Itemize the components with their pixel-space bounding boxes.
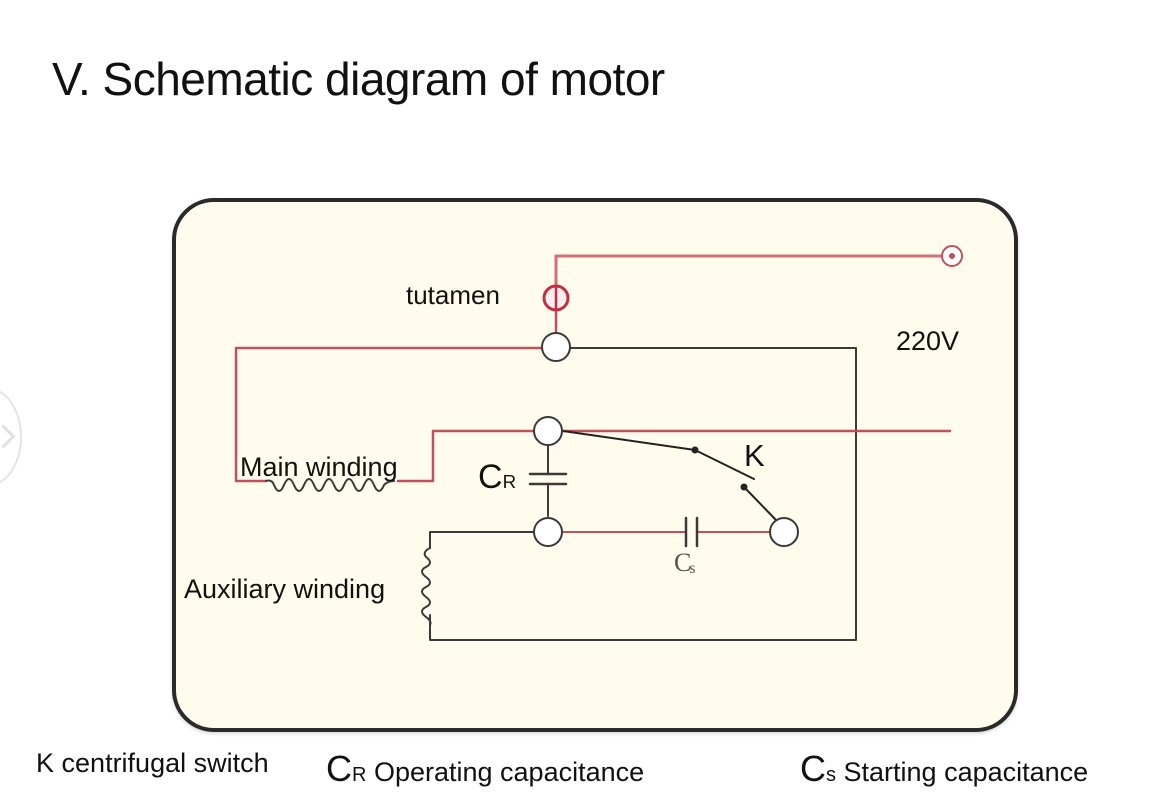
voltage-label: 220V bbox=[896, 326, 960, 356]
terminal-node-switch bbox=[769, 517, 799, 547]
slide-title: V. Schematic diagram of motor bbox=[52, 53, 665, 105]
tutamen-fuse-icon bbox=[542, 284, 570, 312]
legend-item-k: K centrifugal switch bbox=[36, 748, 269, 779]
legend-cs-text: Starting capacitance bbox=[843, 757, 1089, 787]
run-capacitor-label: CR bbox=[478, 458, 516, 497]
start-capacitor-symbol: C bbox=[674, 548, 691, 577]
legend-k-symbol: K bbox=[36, 748, 55, 778]
terminal-node-main bbox=[533, 416, 563, 446]
legend-cr-subscript: R bbox=[352, 764, 367, 786]
wire-neutral-right bbox=[429, 347, 857, 641]
legend-cr-text: Operating capacitance bbox=[373, 757, 645, 787]
auxiliary-winding-label: Auxiliary winding bbox=[184, 574, 386, 604]
legend-item-cs: Cs Starting capacitance bbox=[800, 748, 1088, 790]
start-capacitor-label: Cs bbox=[674, 548, 695, 578]
legend-cr-symbol: C bbox=[326, 748, 352, 789]
diagram-panel bbox=[172, 198, 1018, 732]
main-winding-label: Main winding bbox=[240, 452, 398, 482]
start-capacitor-subscript: s bbox=[689, 560, 695, 577]
legend-cs-subscript: s bbox=[826, 764, 836, 786]
switch-k-contact-upper bbox=[691, 446, 699, 454]
terminal-node-aux bbox=[533, 517, 563, 547]
wire-main-right bbox=[396, 429, 535, 483]
switch-k-arm-lower bbox=[743, 486, 777, 521]
switch-k-label: K bbox=[744, 438, 765, 473]
wire-main-left bbox=[234, 346, 545, 483]
terminal-node-top bbox=[541, 332, 571, 362]
legend-item-cr: CR Operating capacitance bbox=[326, 748, 644, 790]
switch-k-contact-lower bbox=[740, 483, 748, 491]
run-capacitor-symbol: C bbox=[478, 458, 503, 496]
aux-winding-coil bbox=[421, 547, 432, 626]
run-capacitor-subscript: R bbox=[502, 471, 517, 492]
switch-k-arm-upper bbox=[562, 430, 755, 480]
wire-aux-top bbox=[429, 531, 534, 549]
legend-k-text: centrifugal switch bbox=[61, 748, 269, 778]
tutamen-label: tutamen bbox=[406, 280, 500, 310]
legend-cs-symbol: C bbox=[800, 748, 826, 789]
main-winding-coil bbox=[265, 478, 395, 492]
